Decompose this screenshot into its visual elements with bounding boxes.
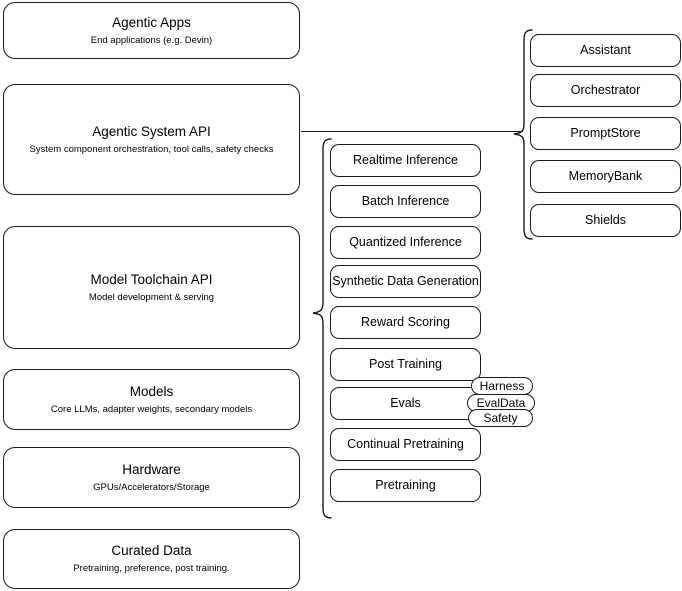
toolchain-item-label: Batch Inference — [361, 194, 450, 208]
toolchain-item-evals[interactable]: Evals — [330, 387, 481, 420]
system-item-assistant[interactable]: Assistant — [530, 34, 681, 67]
eval-tag-label: Harness — [479, 379, 525, 393]
layer-title: Curated Data — [111, 543, 192, 558]
layer-subtitle: GPUs/Accelerators/Storage — [93, 481, 210, 493]
layer-card-agentic-system-api[interactable]: Agentic System API System component orch… — [3, 84, 300, 195]
toolchain-item-label: Post Training — [369, 357, 442, 371]
layer-title: Hardware — [122, 461, 181, 477]
toolchain-item-synthetic-data-generation[interactable]: Synthetic Data Generation — [330, 265, 481, 298]
layer-card-model-toolchain-api[interactable]: Model Toolchain API Model development & … — [3, 226, 300, 349]
brace-toolchain — [311, 138, 333, 520]
toolchain-item-label: Reward Scoring — [361, 315, 450, 329]
toolchain-item-label: Evals — [390, 396, 421, 410]
eval-tag-harness[interactable]: Harness — [471, 377, 533, 395]
system-item-label: Shields — [585, 213, 626, 227]
layer-subtitle: System component orchestration, tool cal… — [29, 143, 274, 155]
layer-subtitle: Pretraining, preference, post training. — [73, 563, 230, 574]
system-item-label: Assistant — [580, 43, 631, 57]
layer-card-curated-data[interactable]: Curated Data Pretraining, preference, po… — [3, 529, 300, 589]
system-item-shields[interactable]: Shields — [530, 204, 681, 237]
eval-tag-safety[interactable]: Safety — [468, 409, 533, 427]
system-item-label: MemoryBank — [568, 169, 643, 183]
layer-card-hardware[interactable]: Hardware GPUs/Accelerators/Storage — [3, 447, 300, 508]
toolchain-item-batch-inference[interactable]: Batch Inference — [330, 185, 481, 218]
system-item-promptstore[interactable]: PromptStore — [530, 117, 681, 150]
toolchain-item-label: Continual Pretraining — [347, 437, 464, 451]
toolchain-item-quantized-inference[interactable]: Quantized Inference — [330, 226, 481, 259]
eval-tag-label: Safety — [483, 411, 518, 425]
layer-subtitle: Core LLMs, adapter weights, secondary mo… — [50, 403, 253, 415]
toolchain-item-label: Synthetic Data Generation — [332, 274, 479, 288]
layer-subtitle: Model development & serving — [88, 291, 215, 303]
system-item-memorybank[interactable]: MemoryBank — [530, 160, 681, 193]
toolchain-item-label: Quantized Inference — [349, 235, 462, 249]
system-item-label: Orchestrator — [570, 83, 641, 97]
layer-card-agentic-apps[interactable]: Agentic Apps End applications (e.g. Devi… — [3, 2, 300, 59]
layer-title: Agentic System API — [92, 123, 211, 139]
system-item-orchestrator[interactable]: Orchestrator — [530, 74, 681, 107]
toolchain-item-pretraining[interactable]: Pretraining — [330, 469, 481, 502]
toolchain-item-label: Pretraining — [375, 478, 436, 492]
toolchain-item-post-training[interactable]: Post Training — [330, 348, 481, 381]
toolchain-item-reward-scoring[interactable]: Reward Scoring — [330, 306, 481, 339]
toolchain-item-continual-pretraining[interactable]: Continual Pretraining — [330, 428, 481, 461]
layer-subtitle: End applications (e.g. Devin) — [90, 34, 213, 46]
toolchain-item-label: Realtime Inference — [353, 153, 458, 167]
brace-system-components — [512, 29, 534, 241]
eval-tag-label: EvalData — [476, 396, 526, 410]
layer-title: Models — [129, 383, 174, 399]
layer-title: Model Toolchain API — [90, 271, 213, 287]
system-item-label: PromptStore — [570, 126, 641, 140]
layer-card-models[interactable]: Models Core LLMs, adapter weights, secon… — [3, 369, 300, 430]
layer-title: Agentic Apps — [112, 14, 191, 30]
connector-line-system-api — [301, 131, 523, 132]
toolchain-item-realtime-inference[interactable]: Realtime Inference — [330, 144, 481, 177]
